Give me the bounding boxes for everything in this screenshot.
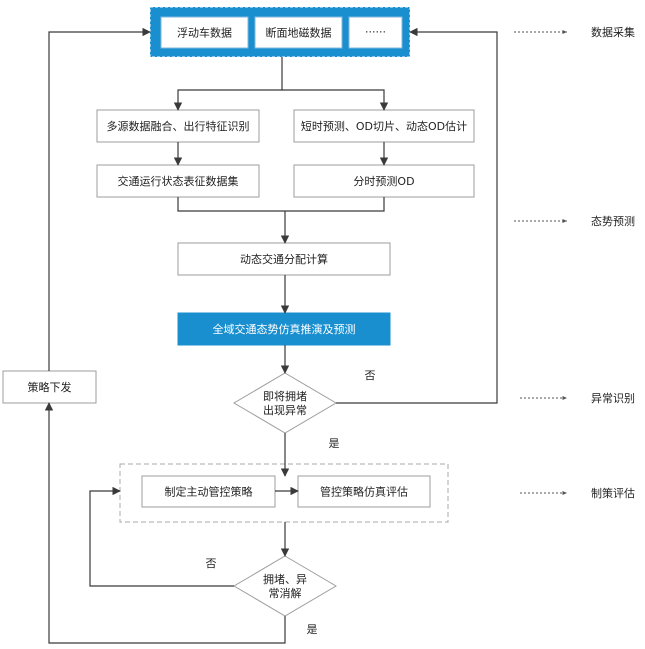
dynamic-assignment-node[interactable] bbox=[177, 242, 391, 276]
multi-source-fusion-label: 多源数据融合、出行特征识别 bbox=[107, 119, 250, 133]
edge-decision-no-loop bbox=[336, 27, 498, 404]
edge-release-to-source bbox=[48, 27, 151, 371]
stage-indicator-situation-prediction: 态势预测 bbox=[514, 215, 635, 228]
decision-congestion-node[interactable] bbox=[233, 372, 337, 434]
stage-indicator-data-collection: 数据采集 bbox=[514, 25, 635, 39]
simulation-node[interactable] bbox=[177, 312, 391, 346]
decision-resolved-node[interactable] bbox=[233, 555, 337, 617]
section-geomagnetic-label: 断面地磁数据 bbox=[266, 26, 332, 40]
stage-label-anomaly-detection: 异常识别 bbox=[591, 392, 635, 405]
floating-car-label: 浮动车数据 bbox=[177, 26, 232, 40]
edge-label-no-1: 否 bbox=[365, 369, 376, 382]
strategy-group-frame bbox=[119, 463, 449, 523]
more-sources-label: ······ bbox=[365, 26, 386, 39]
edge-label-yes-2: 是 bbox=[307, 623, 318, 636]
strategy-simulation-node[interactable] bbox=[297, 475, 431, 508]
edge-source-to-prediction bbox=[282, 89, 389, 111]
stage-label-data-collection: 数据采集 bbox=[591, 25, 635, 39]
short-term-prediction-node[interactable] bbox=[293, 109, 475, 143]
decision-resolved-line2: 常消解 bbox=[269, 586, 302, 600]
simulation-label: 全域交通态势仿真推演及预测 bbox=[213, 322, 356, 336]
stage-indicator-anomaly-detection: 异常识别 bbox=[520, 392, 635, 405]
edge-label-no-2: 否 bbox=[206, 557, 217, 570]
stage-label-strategy-evaluation: 制策评估 bbox=[591, 486, 635, 500]
section-geomagnetic-node[interactable] bbox=[254, 16, 343, 49]
traffic-state-dataset-label: 交通运行状态表征数据集 bbox=[118, 174, 239, 188]
time-sliced-od-label: 分时预测OD bbox=[353, 175, 414, 188]
short-term-prediction-label: 短时预测、OD切片、动态OD估计 bbox=[301, 119, 467, 133]
edge-resolved-yes bbox=[44, 402, 286, 644]
edge-source-to-fusion bbox=[173, 57, 283, 111]
decision-resolved-line1: 拥堵、异 bbox=[263, 572, 307, 586]
strategy-release-node[interactable] bbox=[2, 370, 97, 404]
floating-car-node[interactable] bbox=[160, 16, 249, 49]
decision-congestion-line2: 出现异常 bbox=[263, 403, 307, 417]
strategy-release-label: 策略下发 bbox=[28, 380, 72, 394]
more-sources-node[interactable] bbox=[348, 16, 403, 49]
edge-label-yes-1: 是 bbox=[329, 437, 340, 450]
stage-label-situation-prediction: 态势预测 bbox=[591, 215, 635, 228]
edge-merge-bar bbox=[177, 197, 385, 212]
edge-resolved-no-loop bbox=[89, 486, 234, 587]
dynamic-assignment-label: 动态交通分配计算 bbox=[240, 252, 328, 266]
make-control-strategy-label: 制定主动管控策略 bbox=[165, 485, 253, 499]
decision-congestion-line1: 即将拥堵 bbox=[263, 389, 307, 403]
strategy-simulation-label: 管控策略仿真评估 bbox=[320, 485, 408, 499]
stage-indicator-strategy-evaluation: 制策评估 bbox=[520, 486, 635, 500]
data-source-group: 浮动车数据 断面地磁数据 ······ bbox=[149, 6, 411, 58]
time-sliced-od-node[interactable] bbox=[293, 164, 475, 198]
